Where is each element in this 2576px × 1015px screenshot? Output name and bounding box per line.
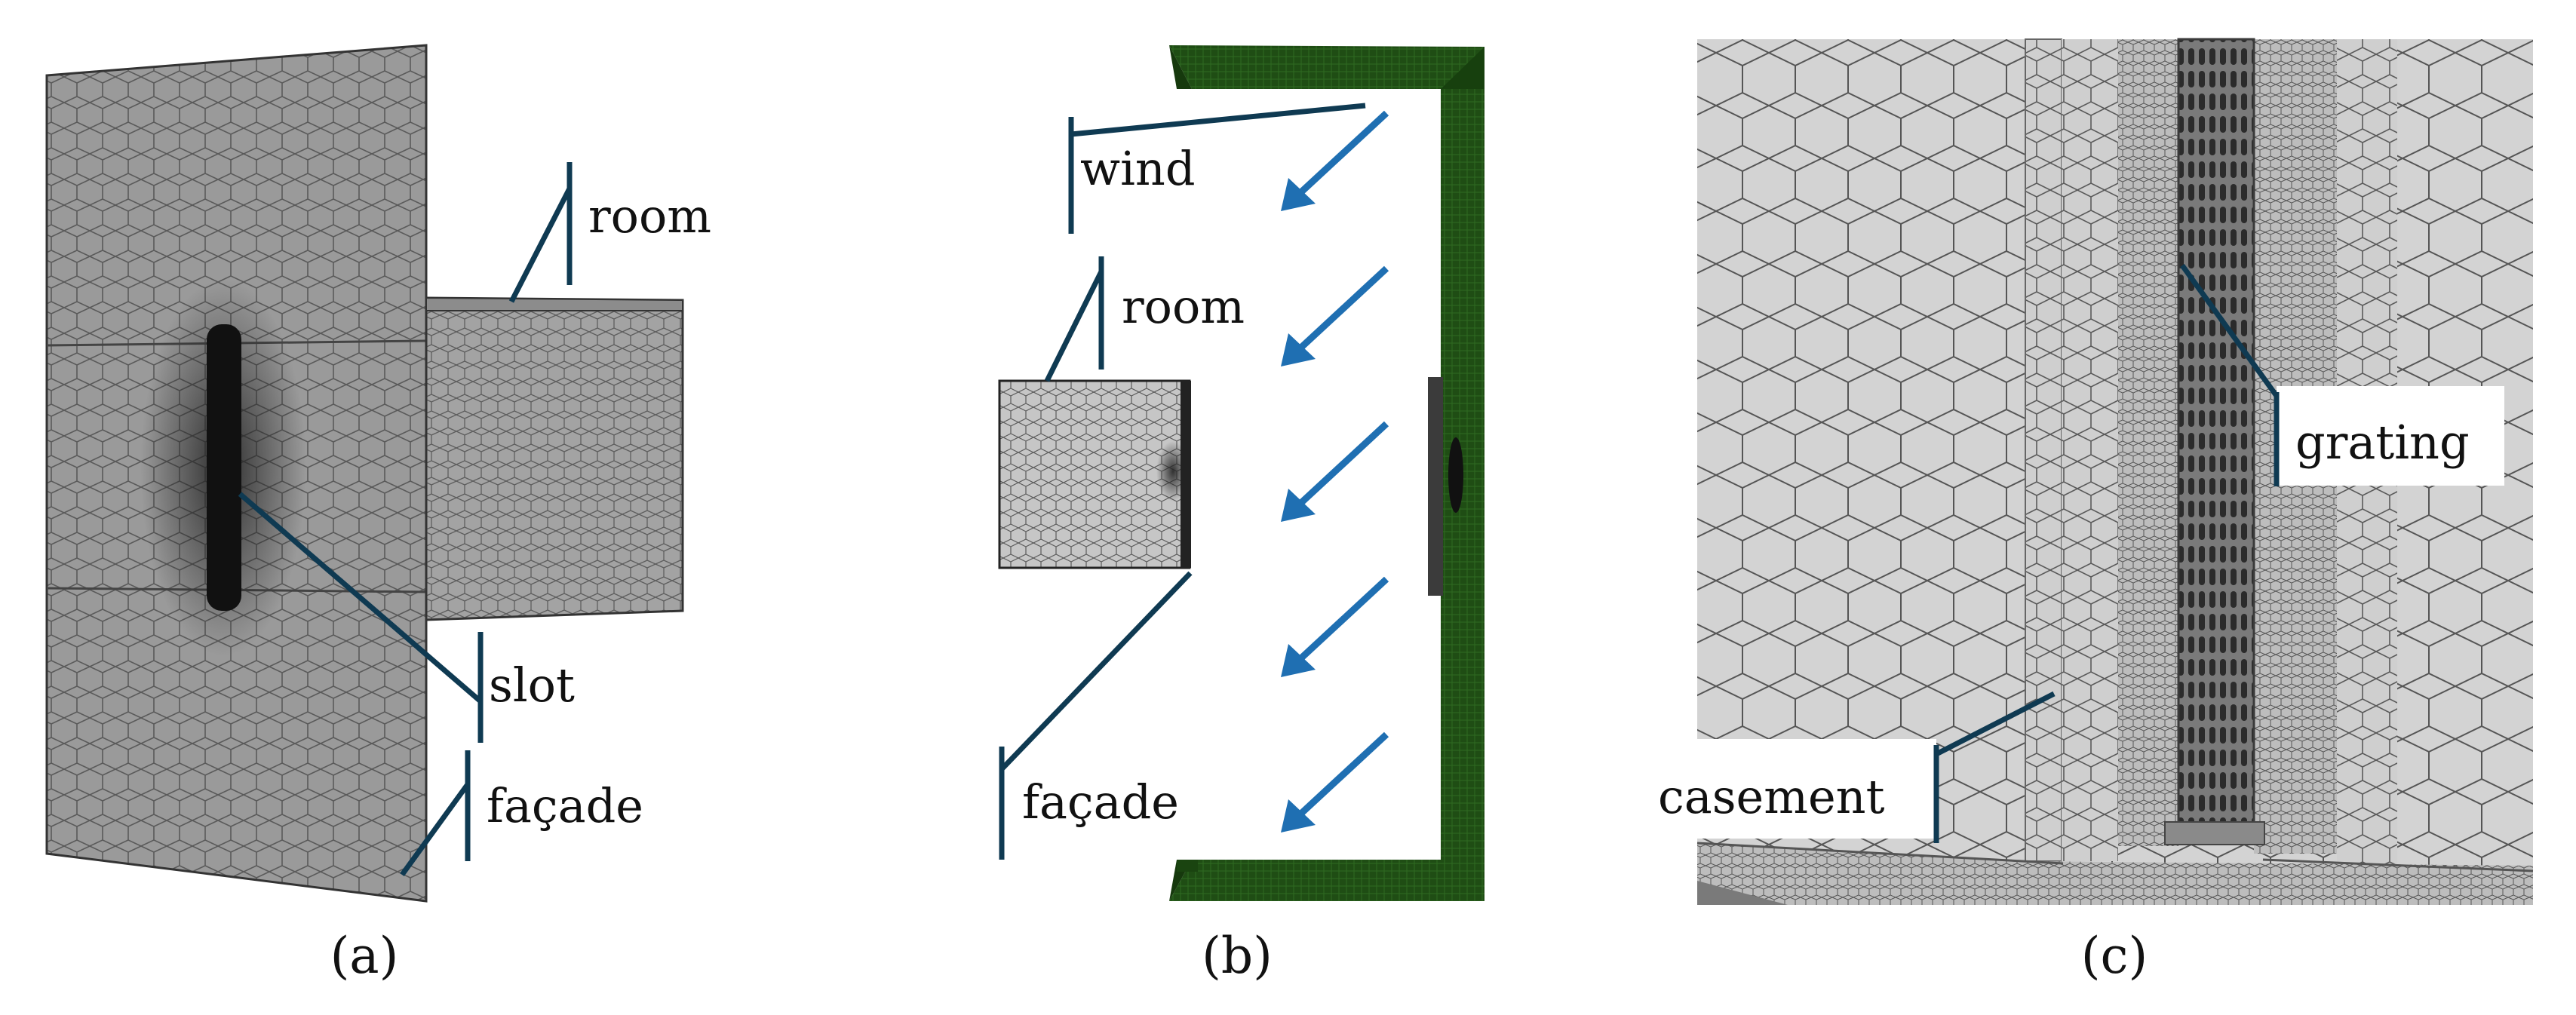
arrow-down-left-icon: [1281, 799, 1316, 833]
label-facade-b: façade: [1022, 774, 1179, 829]
wind-arrow-shaft: [1291, 731, 1389, 823]
label-room-b: room: [1122, 279, 1245, 334]
leader-lines-c: [1933, 263, 2280, 843]
label-wind-b: wind: [1080, 141, 1196, 196]
panel-b: wind room façade (b): [998, 45, 1485, 985]
room-box-b: [998, 379, 1191, 569]
label-facade-a: façade: [487, 778, 643, 833]
wind-arrow-shaft: [1291, 421, 1389, 512]
caption-a: (a): [330, 927, 399, 985]
arrow-down-left-icon: [1281, 489, 1316, 522]
wind-arrow-shaft: [1291, 110, 1389, 201]
casement-mesh: [2025, 38, 2062, 862]
grating-mesh: [2177, 38, 2255, 833]
label-casement-c: casement: [1658, 769, 1885, 824]
caption-b: (b): [1202, 927, 1273, 985]
wind-arrow-shaft: [1291, 265, 1389, 357]
label-slot-a: slot: [489, 658, 575, 713]
slot-mesh: [207, 324, 241, 611]
leader-lines-b: [999, 103, 1366, 860]
domain-mesh-bottom: [1169, 860, 1485, 901]
arrow-down-left-icon: [1281, 178, 1316, 211]
caption-c: (c): [2081, 927, 2148, 985]
wind-arrow-shaft: [1291, 576, 1389, 667]
arrow-down-left-icon: [1281, 333, 1316, 366]
domain-mesh-top: [1169, 45, 1485, 89]
leader-lines-a: [238, 162, 573, 877]
panel-a: room slot façade (a): [45, 44, 711, 985]
arrow-down-left-icon: [1281, 644, 1316, 677]
label-grating-c: grating: [2295, 415, 2470, 470]
wind-arrows: [1281, 110, 1389, 833]
panel-c: grating casement (c): [1641, 38, 2534, 985]
room-box-a: [425, 296, 684, 621]
label-room-a: room: [588, 189, 711, 244]
